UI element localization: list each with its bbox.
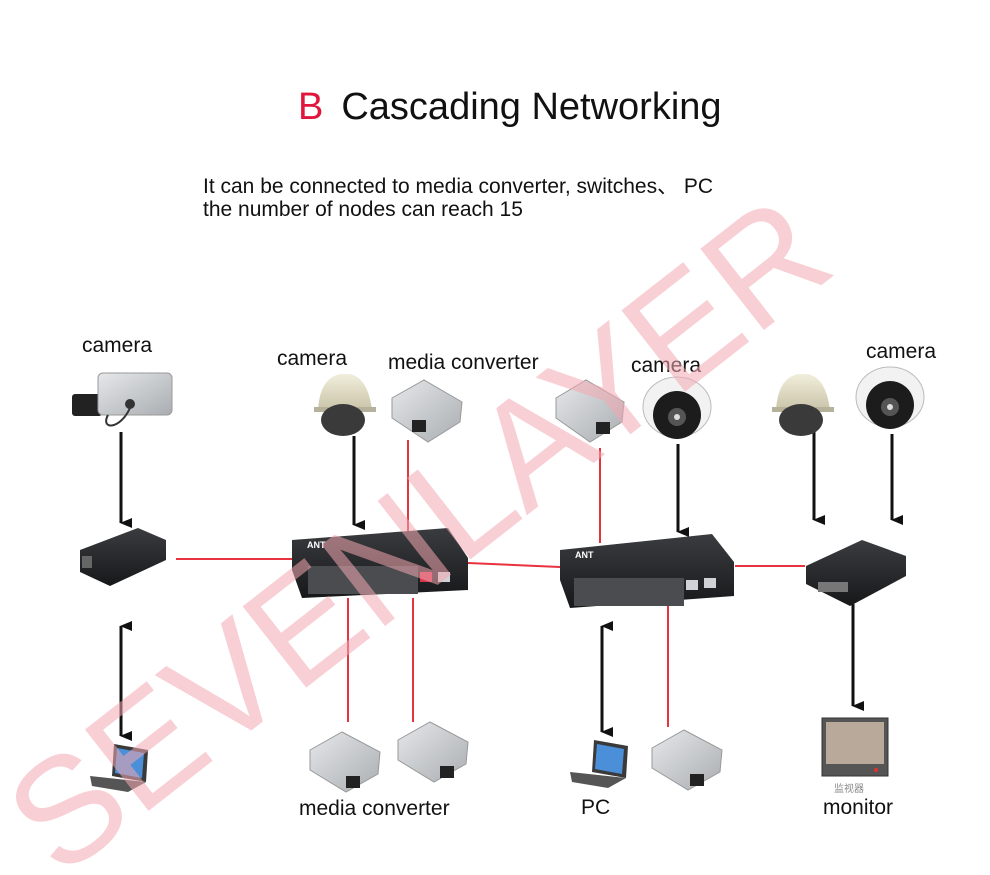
laptop-icon xyxy=(570,740,628,788)
dome-camera-icon xyxy=(314,374,376,436)
label-monitor: monitor xyxy=(823,796,894,819)
label-media-converter: media converter xyxy=(299,797,450,820)
ethernet-switch-icon: ANT xyxy=(292,528,468,598)
ir-dome-camera-icon xyxy=(642,376,712,439)
label-pc: PC xyxy=(581,796,611,819)
media-converter-icon xyxy=(555,379,625,443)
media-converter-icon xyxy=(651,729,723,791)
section-letter: B xyxy=(298,86,324,128)
fiber-links xyxy=(176,440,805,727)
description-line-2: the number of nodes can reach 15 xyxy=(203,198,523,221)
box-camera-icon xyxy=(72,372,173,427)
switch-brand: ANT xyxy=(575,550,594,560)
ethernet-switch-icon: ANT xyxy=(560,534,734,608)
media-converter-icon xyxy=(397,721,469,783)
switch-brand: ANT xyxy=(307,540,326,550)
label-camera: camera xyxy=(82,334,153,357)
fiber-link xyxy=(467,562,561,568)
black-media-converter-icon xyxy=(80,528,166,586)
laptop-icon xyxy=(90,744,148,792)
black-media-converter-icon xyxy=(806,540,906,606)
description-line-1: It can be connected to media converter, … xyxy=(203,175,714,198)
copper-links xyxy=(119,432,903,741)
title-text: Cascading Networking xyxy=(341,86,722,128)
monitor-icon: 监视器 xyxy=(821,717,889,795)
label-camera: camera xyxy=(866,340,937,363)
ir-dome-camera-icon xyxy=(855,366,925,429)
page-title: B Cascading Networking xyxy=(298,86,722,129)
description: It can be connected to media converter, … xyxy=(203,175,713,221)
label-camera: camera xyxy=(277,347,348,370)
dome-camera-icon xyxy=(772,374,834,436)
media-converter-icon xyxy=(309,731,381,793)
monitor-chinese-label: 监视器 xyxy=(834,782,864,795)
media-converter-icon xyxy=(391,379,463,443)
label-media-converter: media converter xyxy=(388,351,539,374)
label-camera: camera xyxy=(631,354,702,377)
